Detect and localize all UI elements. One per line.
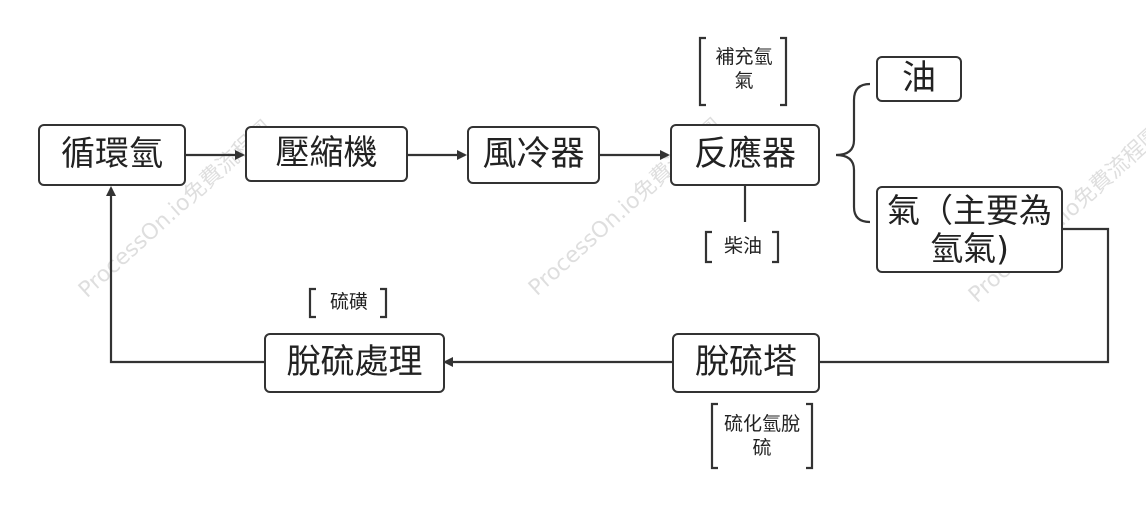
- bracket-h2s-right: [806, 402, 814, 470]
- bracket-sulfur-right: [380, 287, 388, 319]
- node-desulfurizer[interactable]: 脫硫塔: [672, 333, 820, 393]
- bracket-h2s-left: [710, 402, 718, 470]
- node-label: 壓縮機: [275, 133, 378, 174]
- node-label: 脫硫塔: [695, 342, 797, 383]
- gas-to-desulfurizer-line: [820, 227, 1110, 364]
- node-label: 油: [902, 58, 936, 99]
- bracket-diesel-left: [704, 230, 712, 264]
- note-sulfur: 硫磺: [329, 291, 368, 313]
- bracket-makeup-left: [698, 36, 706, 107]
- node-desulfur-treatment[interactable]: 脫硫處理: [264, 333, 445, 393]
- bracket-diesel-right: [772, 230, 780, 264]
- note-makeup-h2: 補充氫氣: [715, 46, 773, 92]
- bracket-makeup-right: [780, 36, 788, 107]
- node-label: 氣（主要為氫氣): [887, 190, 1052, 268]
- split-brace: [835, 82, 871, 224]
- node-compressor[interactable]: 壓縮機: [245, 126, 408, 182]
- arrow-treatment-to-recycle: [106, 186, 264, 364]
- node-oil[interactable]: 油: [876, 56, 962, 102]
- note-h2s-removal: 硫化氫脫硫: [723, 413, 800, 459]
- node-air-cooler[interactable]: 風冷器: [467, 126, 600, 184]
- node-recycle-h2[interactable]: 循環氫: [38, 124, 186, 186]
- node-label: 脫硫處理: [286, 342, 423, 383]
- bracket-sulfur-left: [308, 287, 316, 319]
- note-diesel: 柴油: [723, 235, 762, 257]
- node-label: 循環氫: [61, 134, 163, 175]
- node-label: 風冷器: [482, 134, 585, 175]
- node-gas[interactable]: 氣（主要為氫氣): [876, 186, 1063, 273]
- node-label: 反應器: [694, 134, 796, 175]
- node-reactor[interactable]: 反應器: [670, 124, 820, 186]
